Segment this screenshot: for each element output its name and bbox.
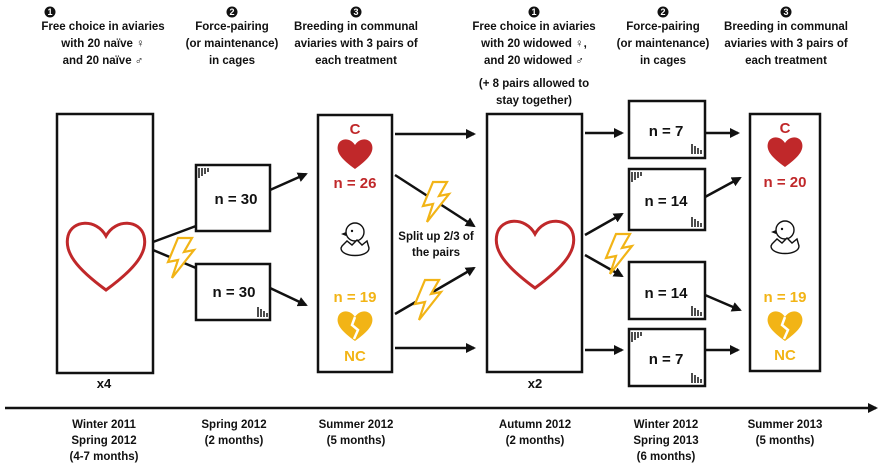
cage-box-1: n = 30	[194, 163, 272, 233]
header-6-line-2: aviaries with 3 pairs of	[724, 38, 848, 50]
cage-3-count: n = 7	[649, 123, 684, 140]
cage-5-count: n = 14	[645, 285, 689, 302]
timeline-2-line-1: Spring 2012	[201, 419, 266, 431]
cage-box-6: n = 7	[627, 327, 707, 388]
header-stage-2: 2 Force-pairing (or maintenance) in cage…	[186, 6, 279, 67]
lightning-icon	[413, 278, 443, 322]
timeline-period-3: Summer 2012 (5 months)	[319, 419, 394, 447]
aviary-box-1	[55, 112, 155, 375]
header-4-line-1: Free choice in aviaries	[472, 21, 595, 33]
header-6-line-3: each treatment	[745, 55, 827, 67]
breeding-2-nc-label: NC	[774, 347, 796, 364]
step-badge-2-label: 2	[229, 7, 234, 17]
timeline-2-line-2: (2 months)	[205, 435, 264, 447]
step-badge-4-label: 1	[531, 7, 536, 17]
header-6-line-1: Breeding in communal	[724, 21, 848, 33]
header-1-line-3: and 20 naïve ♂	[63, 55, 144, 67]
timeline-period-4: Autumn 2012 (2 months)	[499, 419, 571, 447]
step-badge-3	[350, 6, 362, 18]
cage-box-5: n = 14	[627, 260, 707, 321]
timeline-1-line-1: Winter 2011	[72, 419, 136, 431]
aviary-2-multiplier: x2	[528, 376, 542, 391]
step-badge-1	[44, 6, 56, 18]
header-2-line-1: Force-pairing	[195, 21, 268, 33]
header-stage-6: 3 Breeding in communal aviaries with 3 p…	[724, 6, 848, 67]
step-badge-5	[657, 6, 669, 18]
step-badge-4	[528, 6, 540, 18]
breeding-1-nc-label: NC	[344, 348, 366, 365]
aviary-1-multiplier: x4	[97, 376, 112, 391]
header-2-line-2: (or maintenance)	[186, 38, 279, 50]
chick-hatching-icon	[340, 222, 370, 257]
cage-2-count: n = 30	[213, 284, 256, 301]
split-label-line-2: the pairs	[412, 247, 460, 259]
step-badge-3-label: 3	[353, 7, 358, 17]
header-stage-3: 3 Breeding in communal aviaries with 3 p…	[294, 6, 418, 67]
header-1-line-2: with 20 naïve ♀	[60, 38, 144, 50]
breeding-1-nc-count: n = 19	[334, 289, 377, 306]
cage-box-4: n = 14	[627, 167, 707, 232]
step-badge-6-label: 3	[783, 7, 788, 17]
cage-box-3: n = 7	[627, 99, 707, 160]
header-2-line-3: in cages	[209, 55, 255, 67]
lightning-icon	[421, 180, 451, 224]
breeding-2-c-label: C	[780, 120, 791, 137]
breeding-box-1: C n = 26 n = 19 NC	[316, 113, 394, 374]
aviary-box-2	[485, 112, 584, 374]
broken-heart-icon	[337, 311, 373, 341]
breeding-1-c-count: n = 26	[334, 175, 377, 192]
lightning-icon	[166, 236, 196, 280]
breeding-1-c-label: C	[350, 121, 361, 138]
timeline-5-line-1: Winter 2012	[634, 419, 698, 431]
header-4-line-5: stay together)	[496, 95, 572, 107]
breeding-2-c-count: n = 20	[764, 174, 807, 191]
header-stage-4: 1 Free choice in aviaries with 20 widowe…	[472, 6, 596, 107]
header-5-line-1: Force-pairing	[626, 21, 699, 33]
cage-4-count: n = 14	[645, 193, 689, 210]
breeding-box-2: C n = 20 n = 19 NC	[748, 112, 822, 373]
broken-heart-icon	[767, 311, 803, 341]
header-5-line-3: in cages	[640, 55, 686, 67]
timeline-6-line-1: Summer 2013	[748, 419, 823, 431]
cage-6-count: n = 7	[649, 351, 684, 368]
timeline-4-line-1: Autumn 2012	[499, 419, 571, 431]
header-4-line-4: (+ 8 pairs allowed to	[479, 78, 589, 90]
timeline-1-line-3: (4-7 months)	[70, 451, 139, 463]
step-badge-5-label: 2	[660, 7, 665, 17]
header-stage-5: 2 Force-pairing (or maintenance) in cage…	[617, 6, 710, 67]
timeline-1-line-2: Spring 2012	[71, 435, 136, 447]
timeline-period-6: Summer 2013 (5 months)	[748, 419, 823, 447]
timeline-3-line-2: (5 months)	[327, 435, 386, 447]
header-3-line-3: each treatment	[315, 55, 397, 67]
step-badge-1-label: 1	[47, 7, 52, 17]
header-4-line-2: with 20 widowed ♀,	[480, 38, 587, 50]
header-stage-1: 1 Free choice in aviaries with 20 naïve …	[41, 6, 165, 67]
header-4-line-3: and 20 widowed ♂	[484, 55, 584, 67]
timeline-period-1: Winter 2011 Spring 2012 (4-7 months)	[70, 419, 139, 463]
split-label-line-1: Split up 2/3 of	[398, 231, 474, 243]
chick-hatching-icon	[770, 220, 800, 255]
step-badge-2	[226, 6, 238, 18]
cage-box-2: n = 30	[194, 262, 272, 322]
timeline-4-line-2: (2 months)	[506, 435, 565, 447]
timeline-5-line-2: Spring 2013	[633, 435, 698, 447]
timeline-period-2: Spring 2012 (2 months)	[201, 419, 266, 447]
timeline-3-line-1: Summer 2012	[319, 419, 394, 431]
header-1-line-1: Free choice in aviaries	[41, 21, 164, 33]
breeding-2-nc-count: n = 19	[764, 289, 807, 306]
timeline-6-line-2: (5 months)	[756, 435, 815, 447]
cage-1-count: n = 30	[215, 191, 258, 208]
header-3-line-2: aviaries with 3 pairs of	[294, 38, 418, 50]
timeline-period-5: Winter 2012 Spring 2013 (6 months)	[633, 419, 698, 463]
timeline-5-line-3: (6 months)	[637, 451, 696, 463]
header-5-line-2: (or maintenance)	[617, 38, 710, 50]
step-badge-6	[780, 6, 792, 18]
header-3-line-1: Breeding in communal	[294, 21, 418, 33]
